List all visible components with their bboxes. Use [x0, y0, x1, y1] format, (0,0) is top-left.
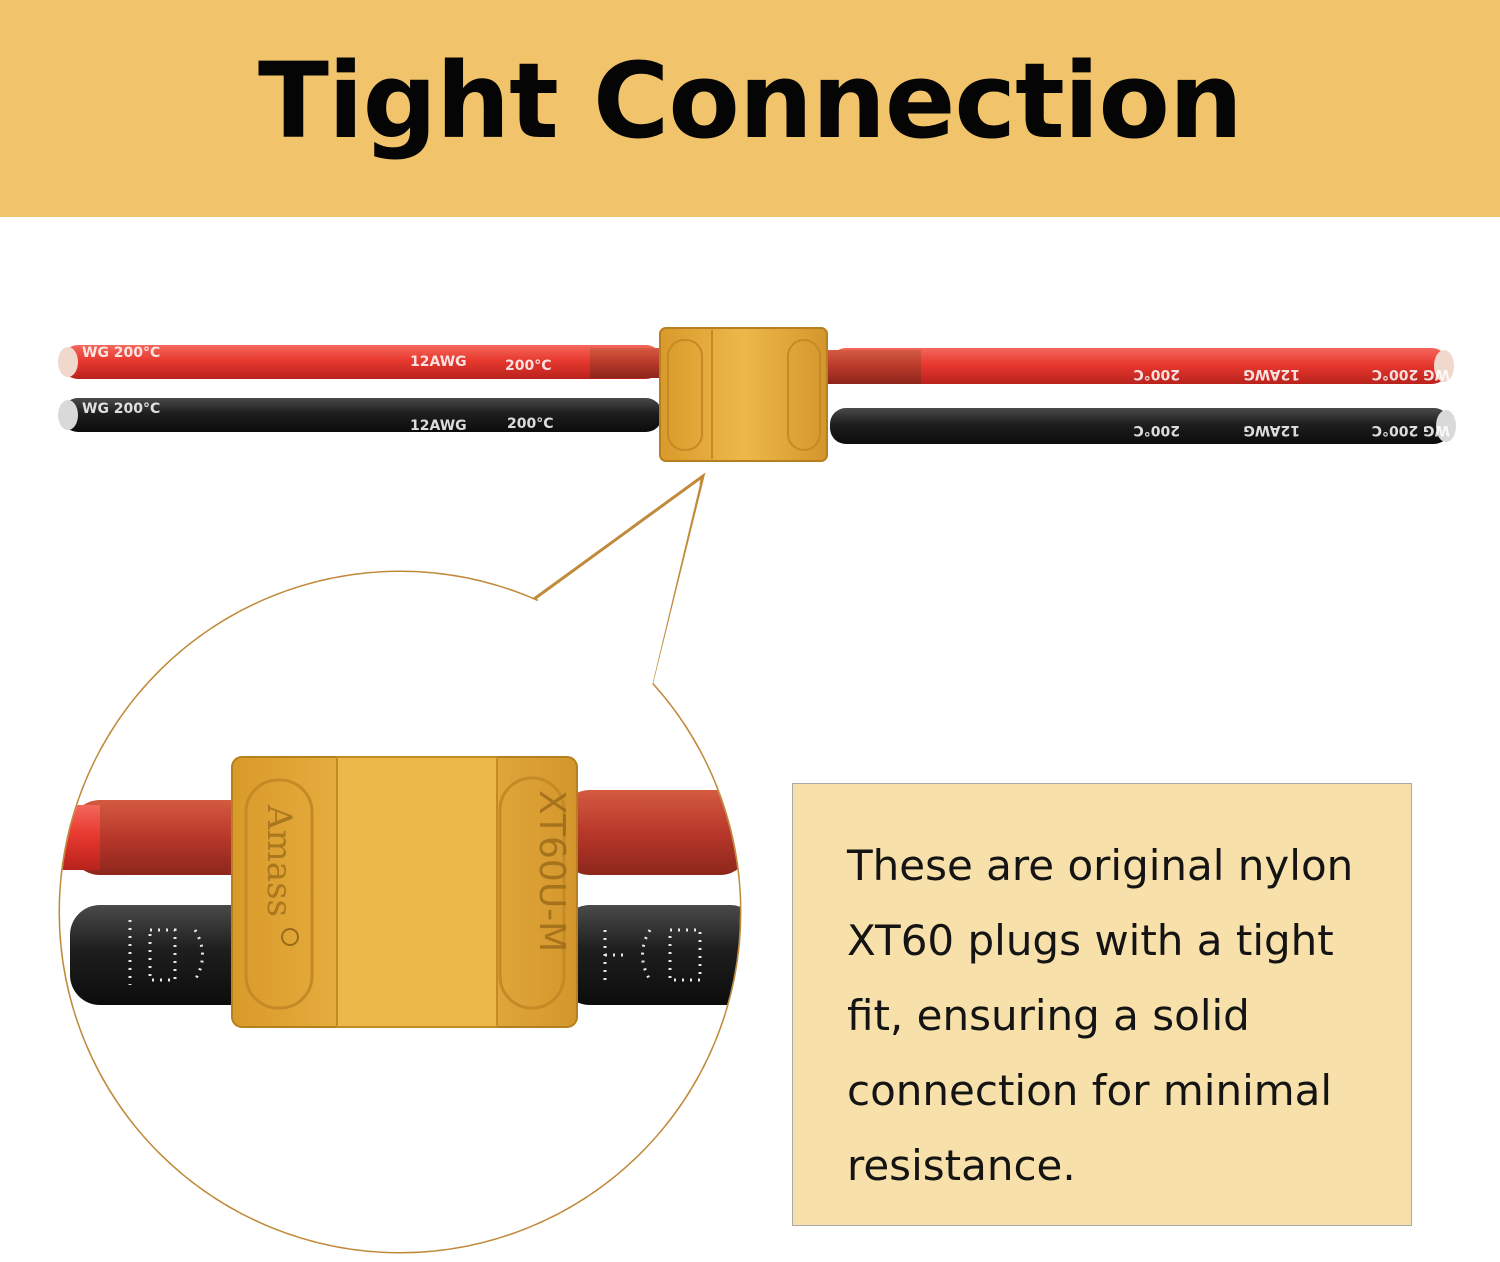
- wire-print-label: WG 200°C: [1372, 422, 1450, 438]
- zoomed-connector-view: Amass XT60U-M: [60, 572, 740, 1252]
- wire-print-label: WG 200°C: [82, 345, 160, 361]
- brand-marking: Amass: [259, 804, 299, 917]
- wire-print-label: 12AWG: [1243, 422, 1300, 438]
- xt60-connector-top: [659, 327, 828, 462]
- wire-print-label: WG 200°C: [82, 401, 160, 417]
- black-wire-right: [830, 408, 1456, 444]
- wire-print-label: WG 200°C: [1372, 366, 1450, 382]
- header-banner: Tight Connection: [0, 0, 1500, 217]
- wire-print-label: 12AWG: [410, 354, 467, 370]
- model-marking: XT60U-M: [531, 790, 572, 952]
- description-text: These are original nylon XT60 plugs with…: [847, 841, 1354, 1190]
- page-title: Tight Connection: [258, 39, 1243, 162]
- wire-print-label: 12AWG: [410, 418, 467, 434]
- red-wire-right: [826, 348, 1454, 384]
- red-wire-left: [58, 345, 665, 379]
- wire-print-label: 200°C: [1134, 366, 1181, 382]
- description-box: These are original nylon XT60 plugs with…: [792, 783, 1412, 1226]
- wire-print-label: 200°C: [505, 358, 552, 374]
- black-wire-left: [58, 398, 662, 432]
- wire-print-label: 200°C: [507, 416, 554, 432]
- wire-print-label: 200°C: [1134, 422, 1181, 438]
- wire-print-label: 12AWG: [1243, 366, 1300, 382]
